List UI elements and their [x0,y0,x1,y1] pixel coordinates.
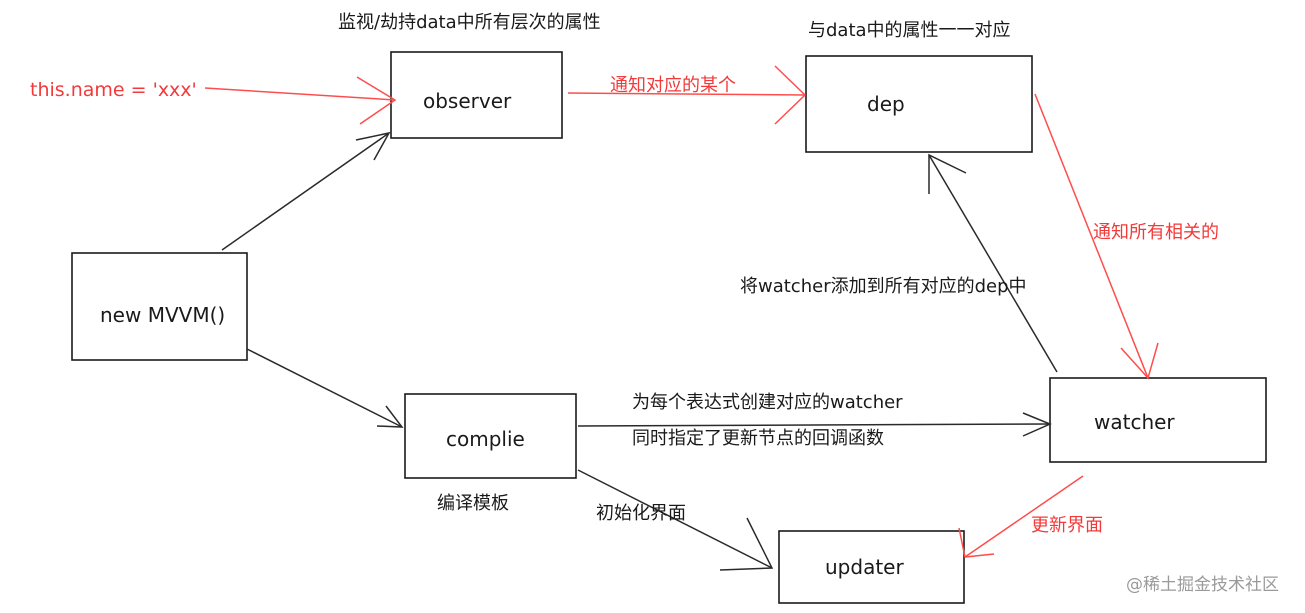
notify-one-label: 通知对应的某个 [610,75,736,96]
observer-description: 监视/劫持data中所有层次的属性 [338,12,601,33]
updater-node: updater [778,530,965,604]
create-watcher-label-line1: 为每个表达式创建对应的watcher [632,392,903,413]
dep-node: dep [805,55,1033,153]
arrow-watcher-to-updater [958,475,1084,558]
arrow-complie-to-updater [577,469,774,571]
updater-label: updater [825,555,904,579]
complie-node: complie [404,393,577,479]
dep-description: 与data中的属性一一对应 [808,20,1011,41]
arrow-observer-to-dep [567,65,807,125]
arrow-mvvm-to-observer [221,131,391,251]
arrow-dep-to-watcher [1034,93,1159,380]
watcher-label: watcher [1094,410,1175,434]
observer-node: observer [390,51,563,139]
watermark: @稀土掘金技术社区 [1126,575,1279,595]
new-mvvm-label: new MVVM() [100,303,225,327]
add-watcher-label: 将watcher添加到所有对应的dep中 [740,276,1027,297]
notify-all-label: 通知所有相关的 [1093,222,1219,243]
init-ui-label: 初始化界面 [596,503,686,524]
watcher-node: watcher [1049,377,1267,463]
dep-label: dep [867,92,905,116]
create-watcher-label-line2: 同时指定了更新节点的回调函数 [632,428,884,449]
complie-label: complie [446,427,525,451]
arrow-complie-to-watcher [577,412,1052,437]
new-mvvm-node: new MVVM() [71,252,248,361]
this-name-assignment: this.name = 'xxx' [30,79,197,101]
observer-label: observer [423,89,512,113]
compile-template-label: 编译模板 [437,493,509,514]
update-ui-label: 更新界面 [1031,515,1103,536]
arrow-watcher-to-dep [928,153,1058,373]
arrow-this-name-to-observer [204,76,397,125]
arrow-mvvm-to-complie [246,348,404,428]
